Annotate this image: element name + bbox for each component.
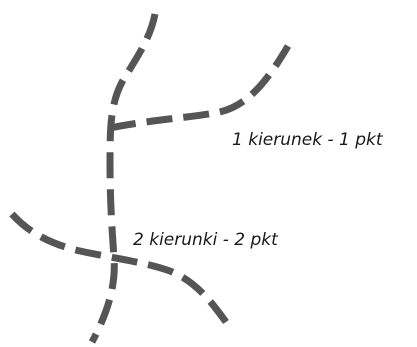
branch-trail-upper-right <box>109 44 292 132</box>
main-trail-line <box>88 13 159 344</box>
label-one-direction: 1 kierunek - 1 pkt <box>232 130 383 150</box>
crossing-trail-line <box>9 211 229 325</box>
label-two-directions: 2 kierunki - 2 pkt <box>133 230 278 250</box>
